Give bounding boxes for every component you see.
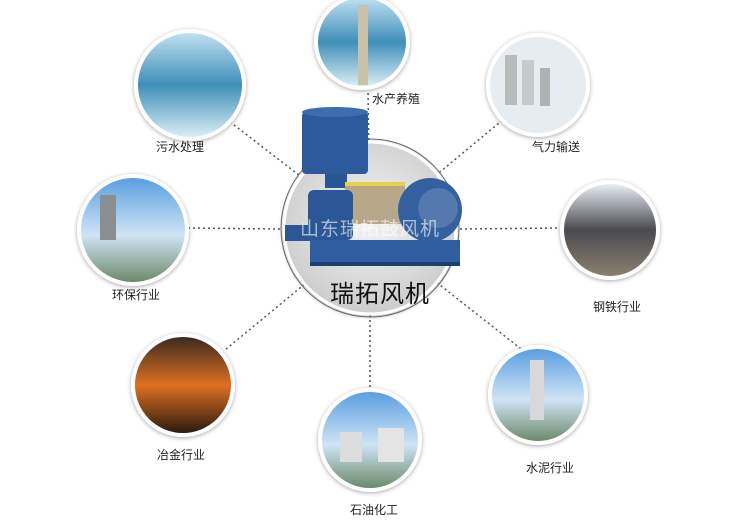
label-cement: 水泥行业 <box>525 461 575 475</box>
center-title: 瑞拓风机 <box>330 280 430 308</box>
label-environmental: 环保行业 <box>111 288 161 302</box>
thumb-cement <box>488 345 588 445</box>
label-metallurgy: 冶金行业 <box>156 448 206 462</box>
label-petrochemical: 石油化工 <box>349 503 399 517</box>
thumb-aquaculture <box>314 0 410 90</box>
label-steel: 钢铁行业 <box>592 300 642 314</box>
thumb-petrochemical <box>318 388 422 492</box>
blower-image <box>285 107 462 266</box>
thumb-environmental <box>77 174 189 286</box>
thumb-sewage <box>134 29 246 141</box>
label-pneumatic: 气力输送 <box>531 140 581 154</box>
watermark: 山东瑞拓鼓风机 <box>300 218 441 240</box>
thumb-pneumatic <box>486 33 590 137</box>
label-sewage: 污水处理 <box>155 140 205 154</box>
label-aquaculture: 水产养殖 <box>371 92 421 106</box>
center-circle-ring <box>280 138 460 318</box>
thumb-steel <box>560 180 660 280</box>
connector-line <box>369 117 506 231</box>
thumb-metallurgy <box>131 333 235 437</box>
